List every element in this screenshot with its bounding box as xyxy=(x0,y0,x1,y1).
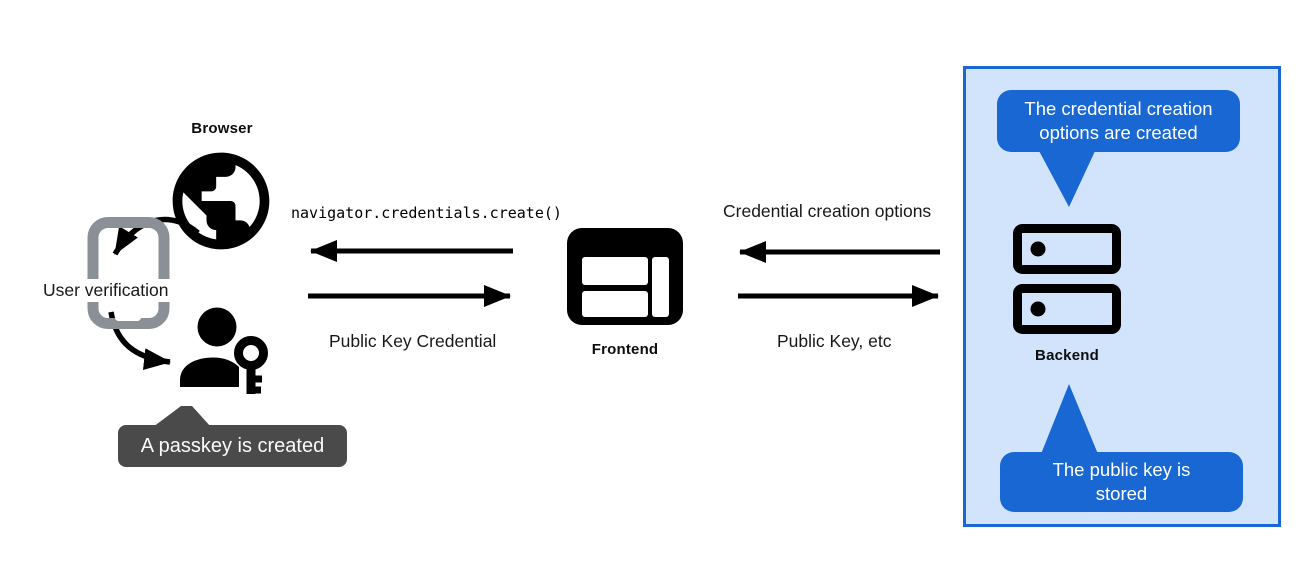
frontend-label: Frontend xyxy=(591,341,659,358)
passkey-tooltip-tail xyxy=(153,406,211,427)
create-call-label: navigator.credentials.create() xyxy=(291,204,562,222)
options-created-bubble: The credential creation options are crea… xyxy=(997,90,1240,152)
server-icon xyxy=(1013,224,1121,334)
user-passkey-icon xyxy=(180,307,268,394)
browser-globe-icon xyxy=(172,152,270,250)
public-key-stored-bubble: The public key is stored xyxy=(1000,452,1243,512)
smartphone-icon xyxy=(87,217,170,329)
public-key-etc-label: Public Key, etc xyxy=(777,331,892,351)
credential-creation-options-label: Credential creation options xyxy=(723,201,932,221)
frontend-window-icon xyxy=(567,228,683,325)
passkey-created-tooltip: A passkey is created xyxy=(118,425,347,467)
backend-label: Backend xyxy=(1035,347,1099,364)
public-key-credential-label: Public Key Credential xyxy=(329,331,497,351)
user-verification-label: User verification xyxy=(40,279,172,302)
browser-label: Browser xyxy=(191,120,253,137)
